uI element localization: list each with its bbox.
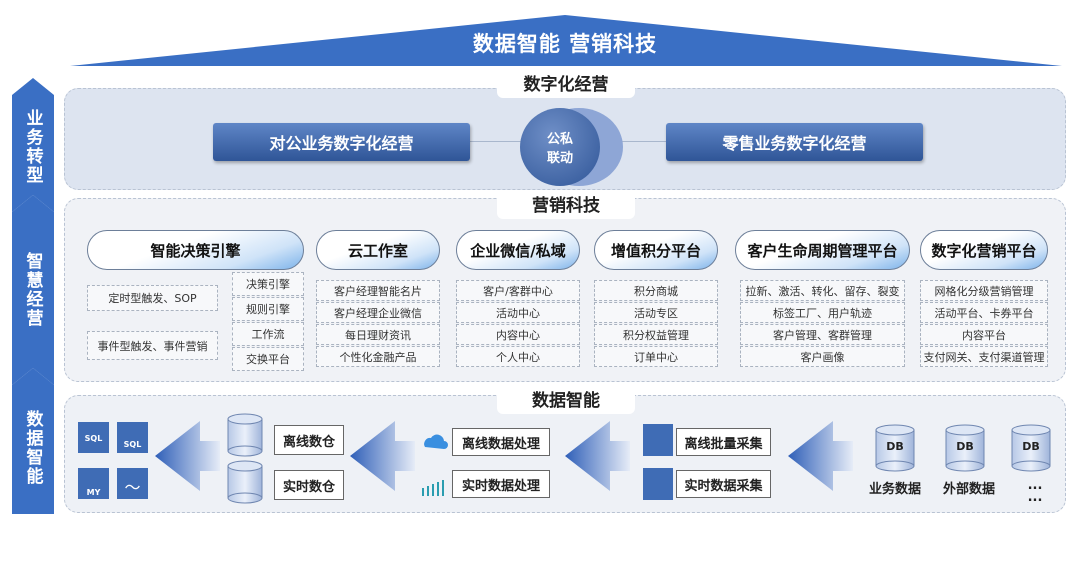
platform-item: 订单中心 — [594, 346, 718, 367]
side-label-data: 数据智能 — [22, 409, 43, 486]
pill-platform: 数字化营销平台 — [920, 230, 1048, 270]
platform-item: 客户管理、客群管理 — [740, 324, 905, 345]
platform-item: 活动平台、卡券平台 — [920, 302, 1048, 323]
platform-item: 支付网关、支付渠道管理 — [920, 346, 1048, 367]
platform-item: 每日理财资讯 — [316, 324, 440, 345]
pill-platform: 云工作室 — [316, 230, 440, 270]
retail-digital-ops: 零售业务数字化经营 — [666, 123, 923, 161]
warehouse-box: 实时数仓 — [274, 470, 344, 500]
platform-item: 活动专区 — [594, 302, 718, 323]
sql-label: SQL — [123, 440, 142, 449]
platform-item: 标签工厂、用户轨迹 — [740, 302, 905, 323]
side-arrow-3 — [12, 368, 54, 514]
processing-box: 实时数据处理 — [452, 470, 550, 498]
pill-platform: 客户生命周期管理平台 — [735, 230, 910, 270]
platform-item: 积分权益管理 — [594, 324, 718, 345]
side-label-smart-ops: 智慧经营 — [22, 252, 43, 328]
side-arrow-2 — [12, 195, 54, 385]
corporate-digital-ops: 对公业务数字化经营 — [213, 123, 470, 161]
platform-item: 内容平台 — [920, 324, 1048, 345]
monitor-glyph: 〜 — [124, 478, 141, 497]
engine-item: 事件型触发、事件营销 — [87, 331, 218, 360]
engine-item: 交换平台 — [232, 347, 304, 371]
platform-item: 网格化分级营销管理 — [920, 280, 1048, 301]
more-label: ... — [1027, 490, 1043, 505]
processing-box: 离线数据处理 — [452, 428, 550, 456]
pill-platform: 企业微信/私域 — [456, 230, 580, 270]
data-source-label: 外部数据 — [942, 482, 995, 497]
platform-item: 活动中心 — [456, 302, 580, 323]
platform-item: 内容中心 — [456, 324, 580, 345]
section-label: 数字化经营 — [497, 70, 635, 98]
section-label: 营销科技 — [497, 191, 635, 219]
engine-item: 规则引擎 — [232, 297, 304, 321]
pill-platform: 增值积分平台 — [594, 230, 718, 270]
warehouse-box: 离线数仓 — [274, 425, 344, 455]
data-source-label: ... — [1027, 478, 1043, 493]
sql-label: SQL — [84, 434, 103, 443]
platform-item: 客户画像 — [740, 346, 905, 367]
my-label: MY — [86, 488, 101, 497]
page-title: 数据智能 营销科技 — [472, 32, 658, 56]
platform-item: 个性化金融产品 — [316, 346, 440, 367]
engine-item: 工作流 — [232, 322, 304, 346]
section-label: 数据智能 — [497, 386, 635, 414]
platform-item: 积分商城 — [594, 280, 718, 301]
db-label: DB — [956, 440, 974, 453]
platform-item: 客户经理企业微信 — [316, 302, 440, 323]
side-arrow-1 — [12, 78, 54, 212]
roof-shape — [70, 15, 1062, 66]
pill-decision-engine: 智能决策引擎 — [87, 230, 304, 270]
engine-item: 决策引擎 — [232, 272, 304, 296]
collection-box: 离线批量采集 — [676, 428, 771, 456]
engine-item: 定时型触发、SOP — [87, 285, 218, 311]
platform-item: 客户经理智能名片 — [316, 280, 440, 301]
data-source-label: 业务数据 — [868, 482, 921, 497]
platform-item: 客户/客群中心 — [456, 280, 580, 301]
collection-box: 实时数据采集 — [676, 470, 771, 498]
db-label: DB — [886, 440, 904, 453]
platform-item: 个人中心 — [456, 346, 580, 367]
platform-item: 拉新、激活、转化、留存、裂变 — [740, 280, 905, 301]
public-private-linkage: 公私联动 — [520, 108, 600, 186]
side-label-business: 业务转型 — [22, 109, 43, 185]
db-label: DB — [1022, 440, 1040, 453]
